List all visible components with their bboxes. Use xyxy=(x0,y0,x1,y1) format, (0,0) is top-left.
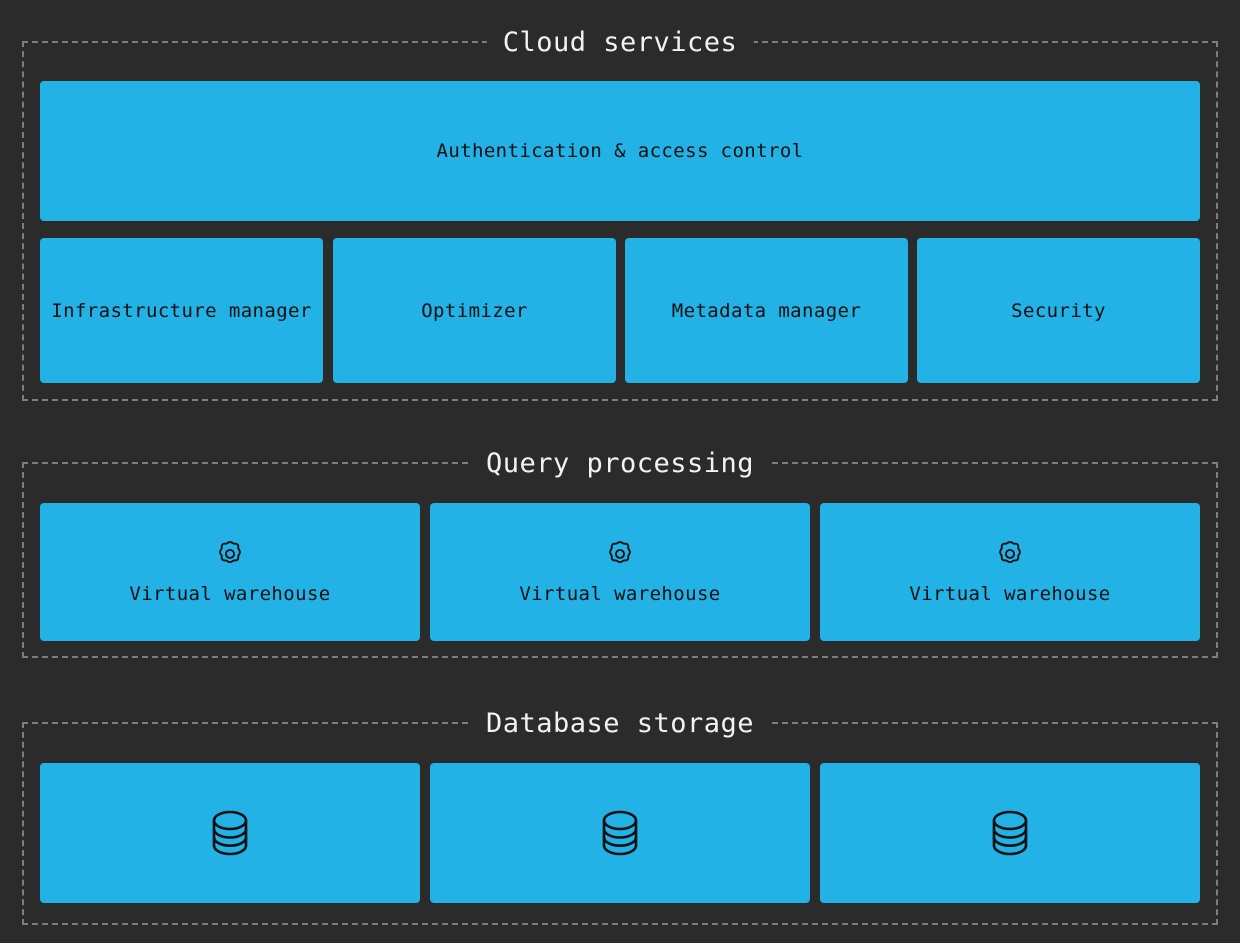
node-security[interactable]: Security xyxy=(917,238,1200,383)
node-infrastructure-manager[interactable]: Infrastructure manager xyxy=(40,238,323,383)
node-label-security: Security xyxy=(1011,299,1106,322)
node-label-authentication-access-control: Authentication & access control xyxy=(436,140,804,162)
database-icon xyxy=(988,808,1032,858)
node-virtual-warehouse-3[interactable]: Virtual warehouse xyxy=(820,503,1200,641)
gear-icon xyxy=(995,539,1025,569)
section-database-storage: Database storage xyxy=(22,710,1218,925)
node-authentication-access-control[interactable]: Authentication & access control xyxy=(40,81,1200,221)
node-database-3[interactable] xyxy=(820,763,1200,903)
section-cloud-services: Cloud services xyxy=(22,29,1218,401)
gear-icon xyxy=(215,539,245,569)
node-label-virtual-warehouse-3: Virtual warehouse xyxy=(909,583,1111,605)
node-virtual-warehouse-1[interactable]: Virtual warehouse xyxy=(40,503,420,641)
section-title-database-storage: Database storage xyxy=(469,710,771,738)
node-label-metadata-manager: Metadata manager xyxy=(671,299,862,322)
node-optimizer[interactable]: Optimizer xyxy=(333,238,616,383)
section-query-processing: Query processing xyxy=(22,450,1218,658)
node-metadata-manager[interactable]: Metadata manager xyxy=(625,238,908,383)
node-label-virtual-warehouse-1: Virtual warehouse xyxy=(129,583,331,605)
gear-icon xyxy=(605,539,635,569)
database-icon xyxy=(208,808,252,858)
node-label-infrastructure-manager: Infrastructure manager xyxy=(51,299,312,322)
node-label-virtual-warehouse-2: Virtual warehouse xyxy=(519,583,721,605)
node-virtual-warehouse-2[interactable]: Virtual warehouse xyxy=(430,503,810,641)
node-label-optimizer: Optimizer xyxy=(421,299,528,322)
database-icon xyxy=(598,808,642,858)
node-database-2[interactable] xyxy=(430,763,810,903)
section-title-query-processing: Query processing xyxy=(469,450,771,478)
node-database-1[interactable] xyxy=(40,763,420,903)
section-title-cloud-services: Cloud services xyxy=(486,29,754,57)
